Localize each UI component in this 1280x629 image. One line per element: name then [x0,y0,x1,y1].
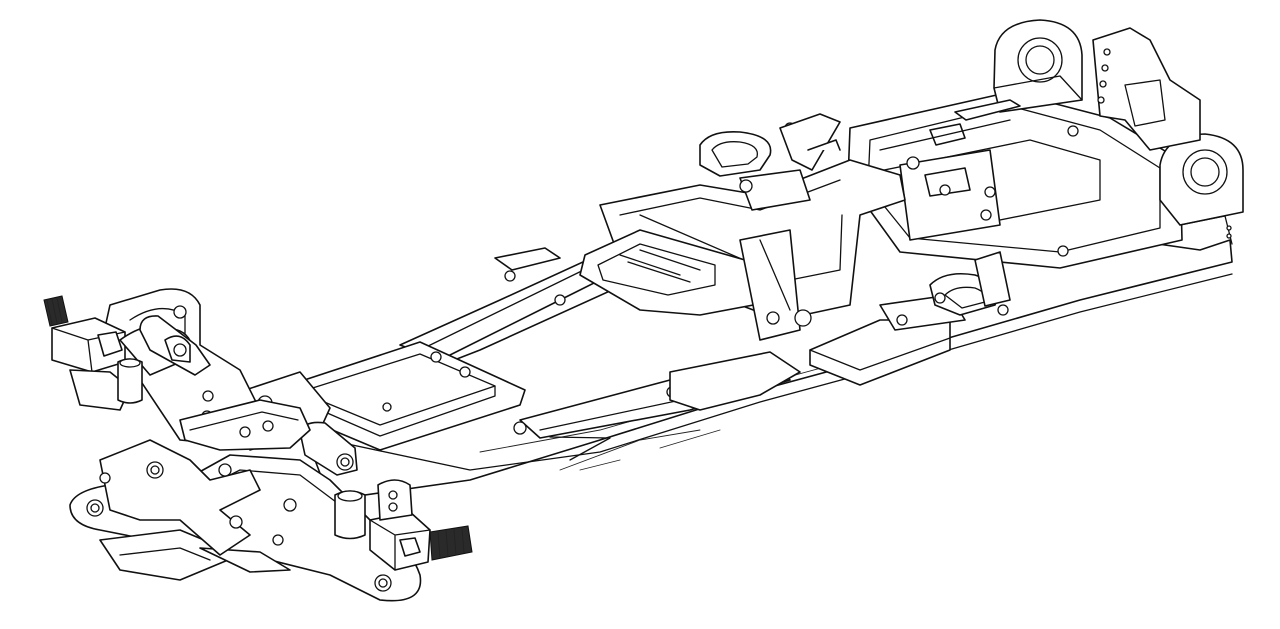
servo-mount [579,229,812,341]
rear-pod-side-plate [1092,27,1201,151]
right-steering-knuckle [369,479,431,571]
right-axle-stub [429,525,473,561]
front-post-center [334,490,366,540]
left-axle-stub [43,295,69,327]
front-post-left [117,358,143,404]
front-upper-link-left [139,315,211,376]
rear-motor-pod [847,91,1183,269]
electronics-plate [809,251,1011,386]
front-x-brace [99,439,261,556]
rear-crossmember [879,99,1021,151]
front-steering-link [179,399,311,477]
rear-axle-upright-right [1159,133,1244,245]
rear-axle-upright-left [993,19,1083,113]
chassis-side-rail-lower [513,351,801,461]
